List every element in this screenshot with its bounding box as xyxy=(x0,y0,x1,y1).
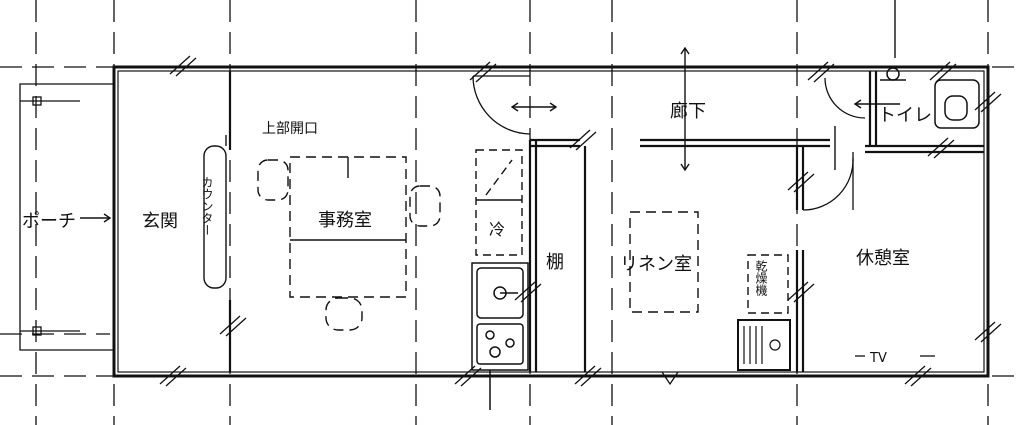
linen-room-label: リネン室 xyxy=(620,254,692,275)
dryer-label: 乾燥機 xyxy=(754,260,768,296)
laundry-tray xyxy=(737,319,791,371)
corridor-label: 廊下 xyxy=(670,101,706,122)
linen-table xyxy=(629,211,699,313)
refrigerator-label: 冷 xyxy=(489,220,505,239)
dimension-arrows xyxy=(80,0,900,223)
counter-label: カウンター xyxy=(200,176,214,236)
refrigerator xyxy=(475,149,523,256)
office-label: 事務室 xyxy=(318,210,372,231)
porch-label: ポーチ xyxy=(22,211,76,232)
office-furniture xyxy=(257,156,441,331)
toilet-fixtures xyxy=(880,67,980,129)
door-swings xyxy=(472,75,866,386)
entrance-label: 玄関 xyxy=(142,211,178,232)
wall-hatch-marks xyxy=(159,55,1002,387)
outer-walls xyxy=(112,65,990,378)
toilet-label: トイレ xyxy=(878,105,932,126)
upper-opening-label: 上部開口 xyxy=(262,121,318,137)
interior-walls xyxy=(228,71,984,372)
kitchen-unit xyxy=(471,262,529,410)
lounge-label: 休憩室 xyxy=(856,248,910,269)
dryer-frame xyxy=(747,254,789,314)
shelf-label: 棚 xyxy=(546,252,564,273)
counter xyxy=(203,135,227,289)
tv-label: TV xyxy=(869,351,887,366)
porch-outline xyxy=(19,83,114,351)
